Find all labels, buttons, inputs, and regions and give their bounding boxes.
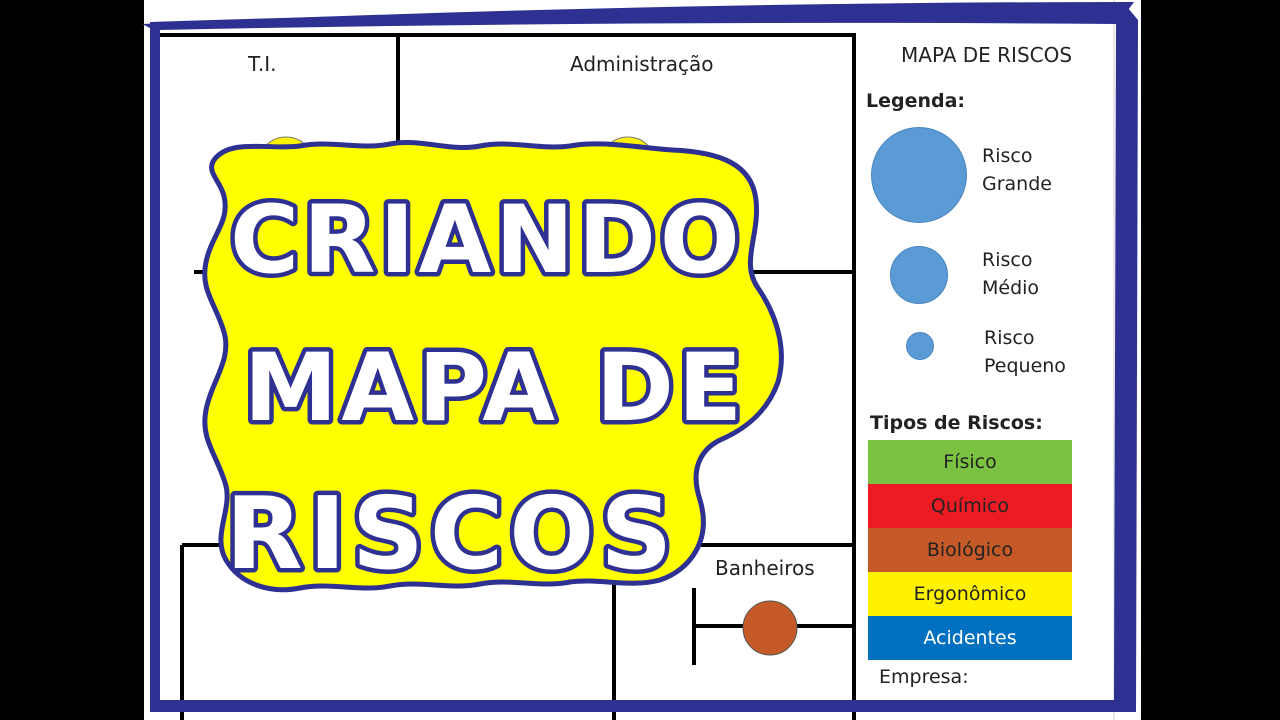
risk-type-biologico: Biológico: [868, 528, 1072, 572]
room-label-banheiros: Banheiros: [715, 556, 815, 580]
risk-type-quimico: Químico: [868, 484, 1072, 528]
risk-type-fisico: Físico: [868, 440, 1072, 484]
room-label-administracao: Administração: [570, 52, 714, 76]
room-label-ti: T.I.: [248, 52, 277, 76]
risk-size-large-circle: [871, 127, 967, 223]
risk-size-small-circle: [906, 332, 934, 360]
banner-line-1: CRIANDO: [230, 186, 744, 295]
yellow-banner-blob: [202, 139, 784, 593]
risk-types-table: Físico Químico Biológico Ergonômico Acid…: [868, 440, 1072, 660]
risk-type-ergonomico: Ergonômico: [868, 572, 1072, 616]
banner-line-2: MAPA DE: [244, 334, 746, 443]
risk-size-medium-circle: [890, 246, 948, 304]
risk-circle-banheiros: [742, 600, 798, 656]
risk-type-acidentes: Acidentes: [868, 616, 1072, 660]
legend-title: MAPA DE RISCOS: [901, 43, 1073, 67]
empresa-label: Empresa:: [879, 666, 969, 688]
banner-line-3: RISCOS: [226, 475, 679, 592]
legenda-heading: Legenda:: [866, 90, 966, 112]
tipos-de-riscos-heading: Tipos de Riscos:: [870, 412, 1043, 434]
